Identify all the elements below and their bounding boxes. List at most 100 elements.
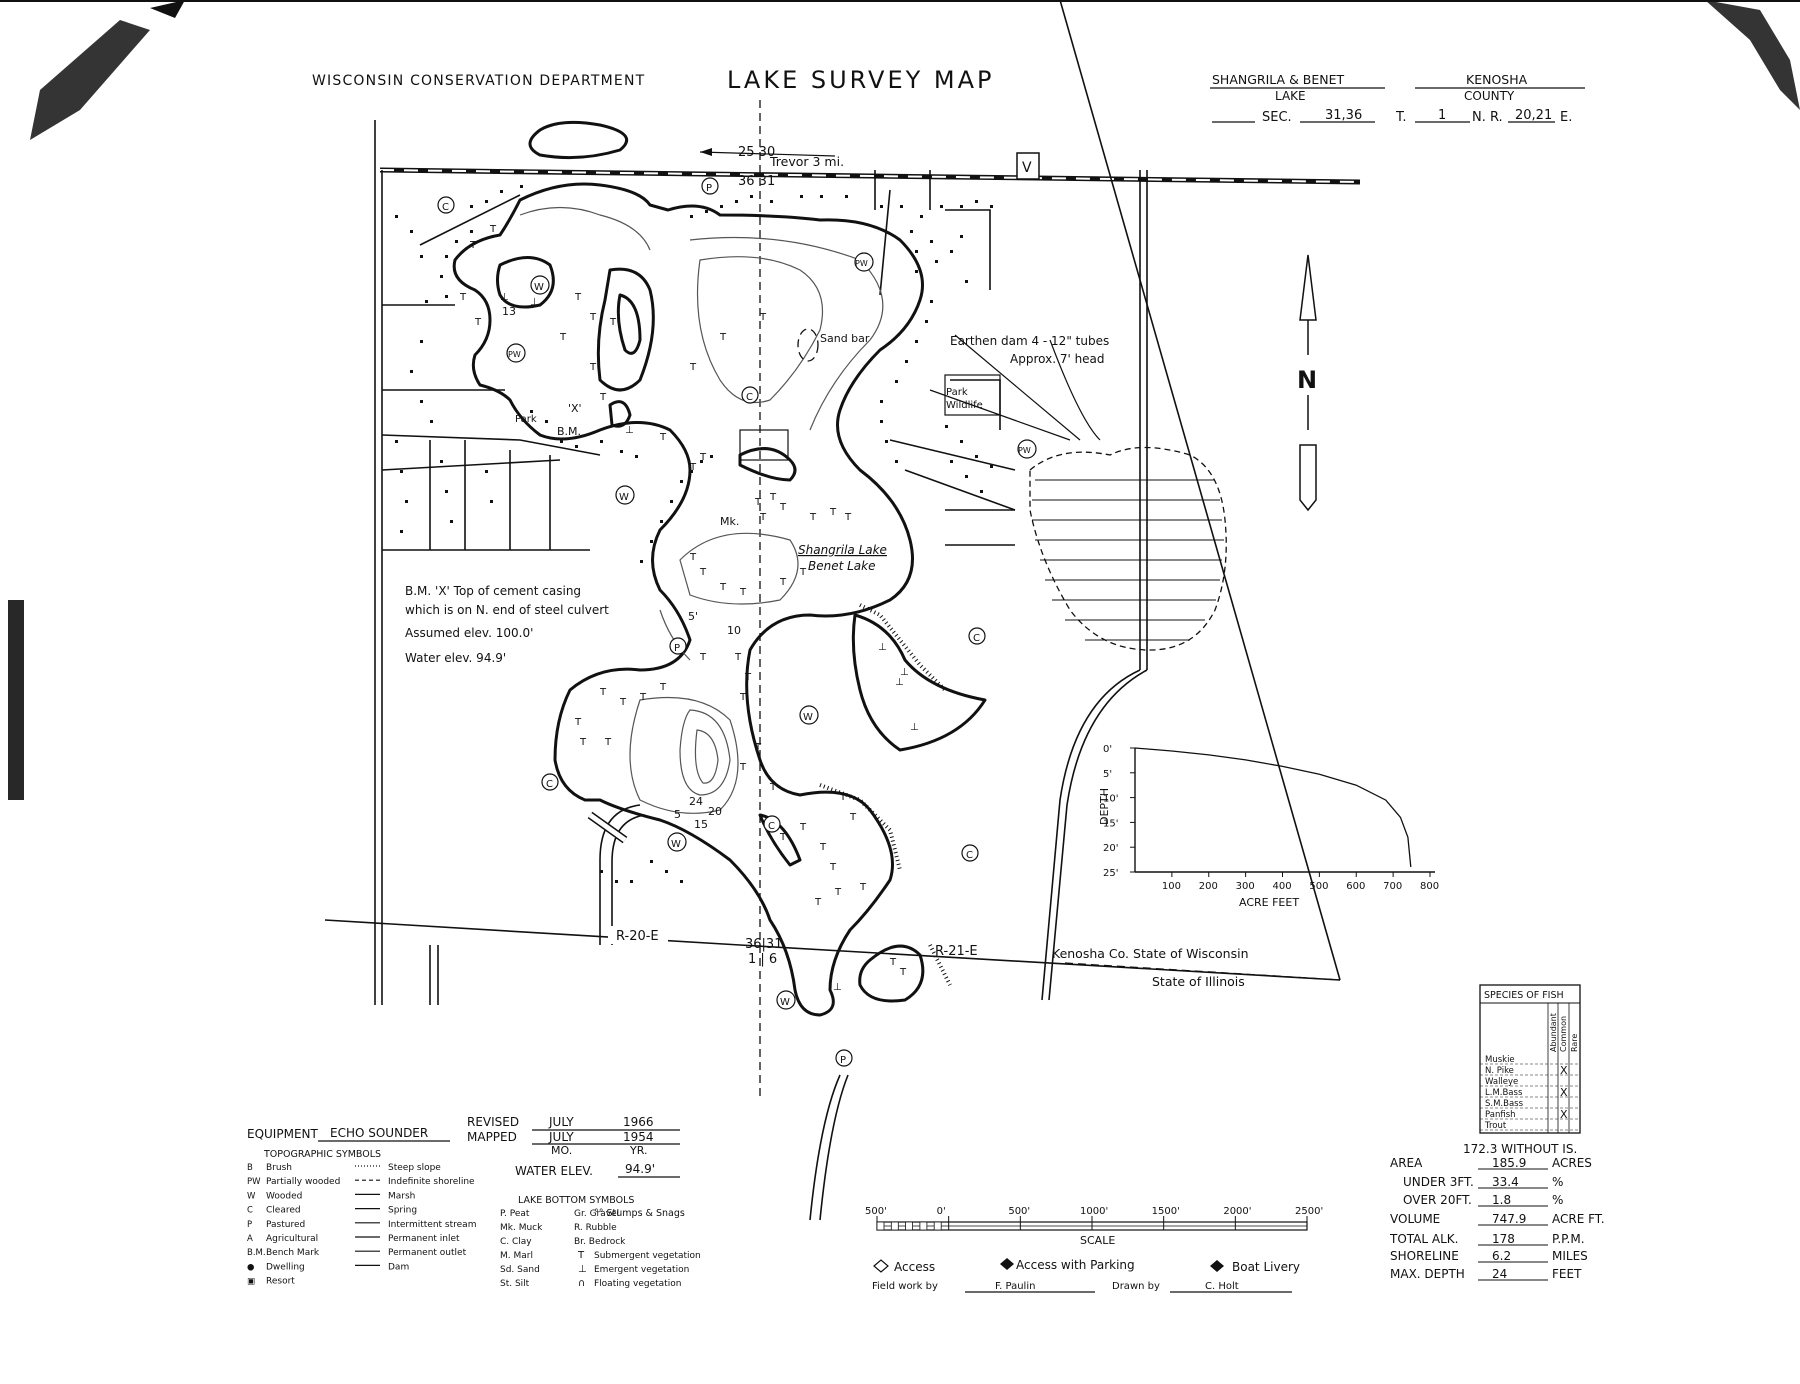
legend-topo-item: Brush <box>266 1163 292 1173</box>
depth-5-prime: 5' <box>688 610 698 623</box>
fish-row-name: N. Pike <box>1485 1066 1514 1076</box>
svg-text:T: T <box>809 512 817 523</box>
chart-xtick-label: 700 <box>1383 881 1402 892</box>
svg-text:T: T <box>619 697 627 708</box>
svg-text:T: T <box>814 897 822 908</box>
stat-value: 33.4 <box>1492 1175 1519 1189</box>
legend-bottom-item: Sd. Sand <box>500 1265 540 1275</box>
t-value: 1 <box>1438 108 1446 123</box>
lake-name-benet: Benet Lake <box>808 559 876 573</box>
fish-row-name: Muskie <box>1485 1055 1515 1065</box>
legend-veg-item: Floating vegetation <box>594 1279 681 1289</box>
stat-label: MAX. DEPTH <box>1390 1267 1465 1281</box>
scale-label: SCALE <box>1080 1234 1115 1247</box>
svg-text:T: T <box>769 492 777 503</box>
svg-text:T: T <box>889 957 897 968</box>
legend-bottom-item: Gr. Gravel <box>574 1209 619 1219</box>
revised-month: JULY <box>548 1115 574 1129</box>
stat-value: 178 <box>1492 1232 1515 1246</box>
scale-tick-label: 0' <box>937 1206 946 1217</box>
scan-artifacts <box>0 0 1800 800</box>
svg-text:T: T <box>819 842 827 853</box>
legend-topo-item: Wooded <box>266 1191 302 1201</box>
scale-tick-label: 2500' <box>1295 1206 1323 1217</box>
water-elev-label: WATER ELEV. <box>515 1164 593 1178</box>
drawn-by-value: C. Holt <box>1205 1281 1239 1292</box>
stat-value: 6.2 <box>1492 1249 1511 1263</box>
x-mark-label: 'X' <box>568 402 582 415</box>
legend-topo-item: Steep slope <box>388 1163 441 1173</box>
header: WISCONSIN CONSERVATION DEPARTMENT LAKE S… <box>312 66 1585 125</box>
legend-topo-item: Intermittent stream <box>388 1220 476 1230</box>
fish-row-name: Walleye <box>1485 1077 1518 1087</box>
bm-note-4: Water elev. 94.9' <box>405 651 506 665</box>
svg-text:T: T <box>659 432 667 443</box>
marker-w-4: W <box>671 839 681 850</box>
svg-text:T: T <box>799 567 807 578</box>
chart-xtick-label: 100 <box>1162 881 1181 892</box>
boat-livery-label: Boat Livery <box>1232 1260 1300 1274</box>
sec-label: SEC. <box>1262 110 1292 125</box>
svg-text:T: T <box>769 782 777 793</box>
access-parking-label: Access with Parking <box>1016 1258 1135 1272</box>
trevor-label: Trevor 3 mi. <box>769 154 844 169</box>
depth-5: 5 <box>674 808 681 821</box>
legend-veg-symbol: T <box>577 1250 585 1261</box>
svg-text:T: T <box>699 567 707 578</box>
marker-pw-2: PW <box>855 259 868 268</box>
legend-topo-item: Agricultural <box>266 1234 318 1244</box>
svg-text:T: T <box>739 692 747 703</box>
legend-bottom-item: P. Peat <box>500 1209 530 1219</box>
lake-name-shangrila: Shangrila Lake <box>798 543 887 557</box>
mapped-label: MAPPED <box>467 1130 517 1144</box>
legend-topo-item: Spring <box>388 1206 417 1216</box>
legend-topo-item: Permanent inlet <box>388 1234 460 1244</box>
fish-row-mark: X <box>1560 1064 1568 1077</box>
svg-text:T: T <box>689 552 697 563</box>
legend-topo-symbol: A <box>247 1234 253 1244</box>
sec-value: 31,36 <box>1325 108 1362 123</box>
scale-tick-label: 1500' <box>1152 1206 1180 1217</box>
svg-text:T: T <box>739 587 747 598</box>
marker-w-1: W <box>534 282 544 293</box>
fish-row-mark: X <box>1560 1086 1568 1099</box>
nr-value: 20,21 <box>1515 108 1552 123</box>
county-name: KENOSHA <box>1466 72 1528 87</box>
stat-without-is: 172.3 WITHOUT IS. <box>1463 1142 1577 1156</box>
marsh-area <box>1029 446 1227 651</box>
svg-text:T: T <box>799 822 807 833</box>
marker-w-2: W <box>619 492 629 503</box>
chart-ytick-label: 10' <box>1103 794 1118 805</box>
lake-shangrila-benet <box>452 182 1227 1017</box>
svg-text:T: T <box>779 502 787 513</box>
marker-p-3: P <box>840 1055 846 1066</box>
lake-name: SHANGRILA & BENET <box>1212 72 1345 87</box>
svg-text:T: T <box>599 392 607 403</box>
marker-c-4: C <box>546 779 553 790</box>
lake-caption: LAKE <box>1275 89 1306 103</box>
svg-text:T: T <box>739 762 747 773</box>
legend-topo-symbol: W <box>247 1191 256 1201</box>
stat-unit: ACRES <box>1552 1156 1592 1170</box>
stat-label: UNDER 3FT. <box>1403 1175 1474 1189</box>
stat-value: 24 <box>1492 1267 1507 1281</box>
dwelling-dots <box>395 185 993 883</box>
stat-value: 1.8 <box>1492 1193 1511 1207</box>
svg-text:T: T <box>609 317 617 328</box>
section-top-label: 25 30 <box>738 145 775 160</box>
sand-bar-label: Sand bar <box>820 332 870 345</box>
highway-v-label: V <box>1022 160 1032 176</box>
stat-value: 185.9 <box>1492 1156 1526 1170</box>
t-label: T. <box>1395 110 1407 125</box>
bm-note-2: which is on N. end of steel culvert <box>405 603 609 617</box>
legend-topo-item: Marsh <box>388 1191 415 1201</box>
svg-text:T: T <box>759 512 767 523</box>
svg-text:T: T <box>859 882 867 893</box>
agency-name: WISCONSIN CONSERVATION DEPARTMENT <box>312 73 645 89</box>
marker-p-2: P <box>674 643 680 654</box>
fish-row-name: Panfish <box>1485 1110 1516 1120</box>
